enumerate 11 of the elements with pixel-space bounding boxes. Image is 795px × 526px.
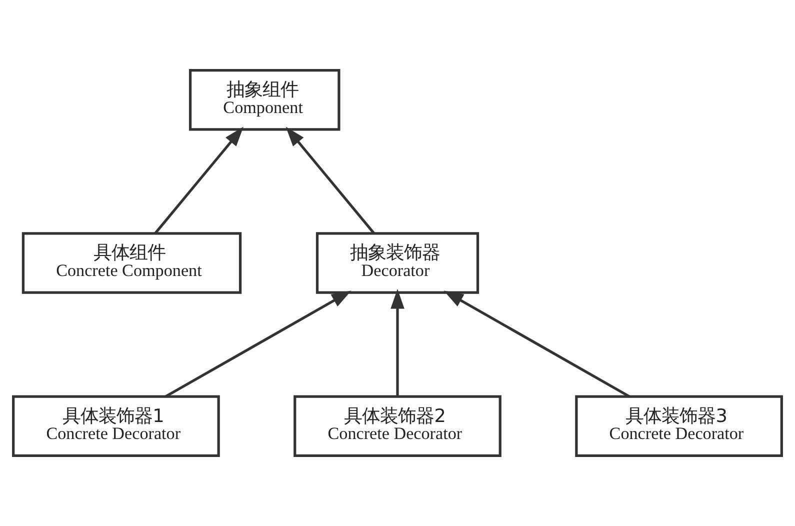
node-box: 具体装饰器2 Concrete Decorator xyxy=(294,395,502,458)
node-box: 具体组件 Concrete Component xyxy=(22,232,242,294)
arrow xyxy=(165,290,352,398)
node-box: 具体装饰器1 Concrete Decorator xyxy=(12,395,220,458)
node-box: 具体装饰器3 Concrete Decorator xyxy=(575,395,783,458)
arrow xyxy=(154,126,244,234)
arrow xyxy=(444,290,630,398)
node-box: 抽象装饰器 Decorator xyxy=(316,232,480,294)
arrow xyxy=(390,288,404,396)
node-box: 抽象组件 Component xyxy=(188,68,340,131)
arrow xyxy=(286,126,376,234)
